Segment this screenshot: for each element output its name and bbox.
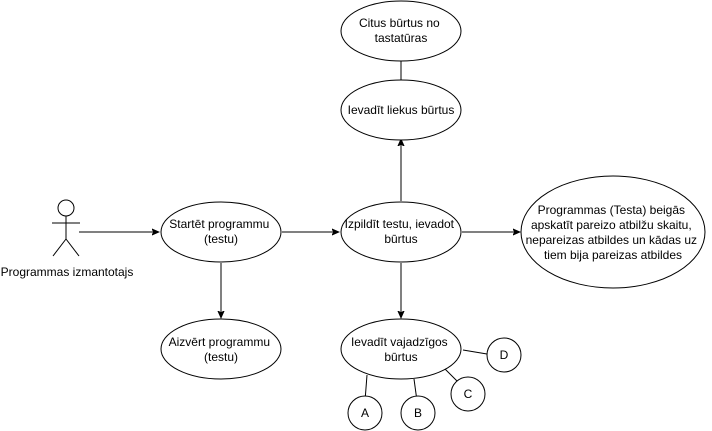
use-case-other-keys-label: Citus būrtus no tastatūras (359, 16, 443, 45)
option-b-label: B (414, 406, 422, 420)
use-case-start-label: Startēt programmu (testu) (169, 217, 272, 246)
edge-needed-to-c (443, 367, 459, 383)
actor-label: Programmas izmantotajs (1, 265, 134, 279)
actor-stick-figure-icon (52, 199, 80, 257)
use-case-close[interactable]: Aizvērt programmu (testu) (160, 318, 282, 380)
use-case-extra[interactable]: Ievadīt liekus būrtus (340, 79, 462, 141)
use-case-result[interactable]: Programmas (Testa) beigās apskatīt parei… (520, 175, 706, 289)
use-case-extra-label: Ievadīt liekus būrtus (348, 103, 455, 117)
use-case-result-label: Programmas (Testa) beigās apskatīt parei… (526, 203, 701, 262)
option-b[interactable]: B (400, 395, 436, 431)
option-a[interactable]: A (347, 395, 383, 431)
edge-needed-to-d (462, 349, 488, 355)
option-c[interactable]: C (450, 376, 486, 412)
option-d-label: D (500, 348, 509, 362)
use-case-close-label: Aizvērt programmu (testu) (169, 335, 274, 364)
use-case-needed[interactable]: Ievadīt vajadzīgos būrtus (340, 318, 462, 380)
edges (79, 61, 520, 402)
use-case-other-keys[interactable]: Citus būrtus no tastatūras (340, 0, 462, 62)
option-c-label: C (464, 387, 473, 401)
use-case-start[interactable]: Startēt programmu (testu) (160, 201, 282, 263)
option-a-label: A (361, 406, 369, 420)
use-case-do-test-label: Izpildīt testu, ievadot būrtus (345, 217, 458, 246)
option-d[interactable]: D (486, 337, 522, 373)
actor[interactable]: Programmas izmantotajs (1, 199, 134, 279)
use-case-needed-label: Ievadīt vajadzīgos būrtus (351, 335, 451, 364)
use-case-do-test[interactable]: Izpildīt testu, ievadot būrtus (340, 201, 462, 263)
